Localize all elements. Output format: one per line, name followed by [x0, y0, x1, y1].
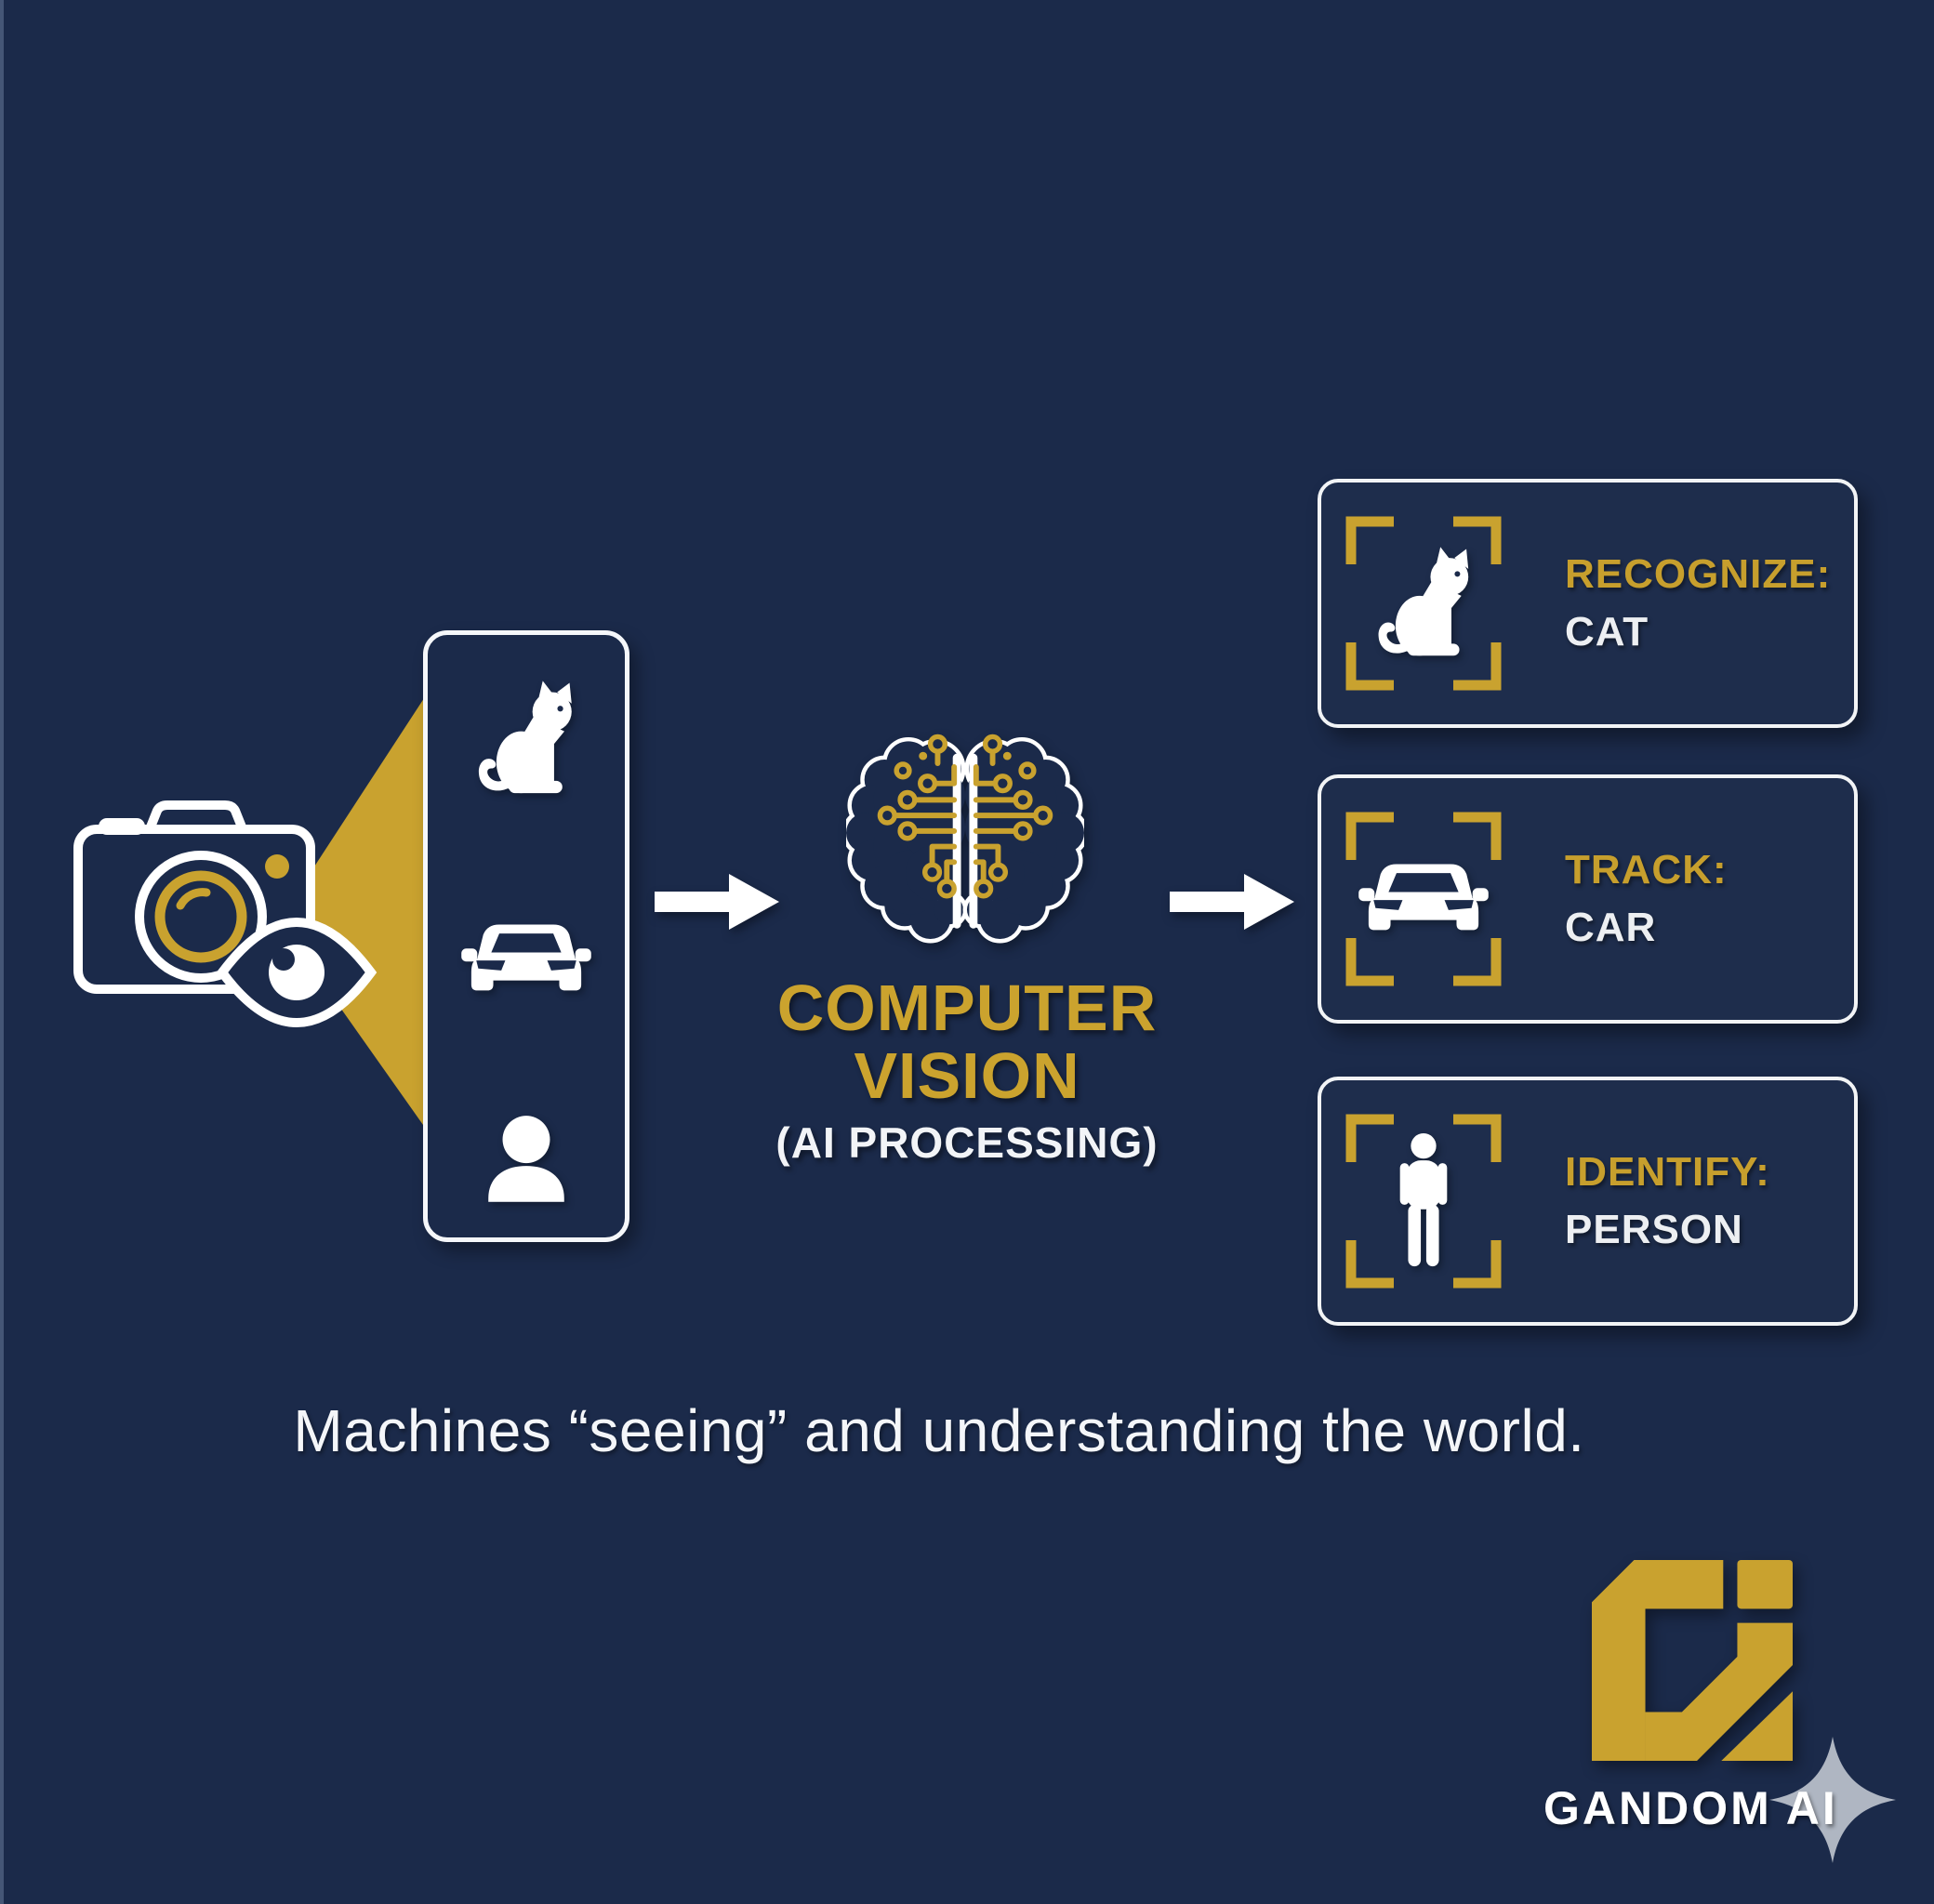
action-label: IDENTIFY: [1565, 1149, 1770, 1195]
output-card-recognize-cat: RECOGNIZE: CAT [1318, 479, 1858, 728]
camera-with-eye-icon [73, 800, 378, 1027]
cat-icon [470, 678, 583, 801]
caption: Machines “seeing” and understanding the … [293, 1397, 1585, 1464]
lens-icon [135, 851, 267, 983]
camera-icon [73, 800, 315, 994]
brand-name: GANDOM AI [1543, 1782, 1838, 1834]
flow-arrow-right [1170, 872, 1294, 932]
cv-subtitle: (AI PROCESSING) [775, 1117, 1159, 1167]
detection-frame [1344, 1112, 1503, 1290]
gandom-logo-mark [1592, 1560, 1793, 1761]
object-label: PERSON [1565, 1207, 1743, 1252]
detection-frame [1344, 514, 1503, 693]
action-label: TRACK: [1565, 847, 1728, 892]
cv-title-line1: COMPUTER [776, 972, 1158, 1044]
processing-title-block: COMPUTER VISION (AI PROCESSING) [707, 974, 1227, 1165]
object-label: CAT [1565, 609, 1649, 654]
brain-icon [846, 699, 1084, 946]
eye-icon [216, 918, 378, 1027]
detection-frame [1344, 810, 1503, 988]
person-icon [477, 1115, 576, 1202]
object-label: CAR [1565, 905, 1657, 950]
flow-arrow-left [655, 872, 779, 932]
input-panel [423, 630, 629, 1242]
viewfinder-icon [99, 818, 145, 835]
cv-title-line2: VISION [854, 1038, 1080, 1112]
flash-dot-icon [265, 854, 289, 879]
person-icon [1389, 1132, 1458, 1270]
car-icon [1358, 858, 1489, 938]
cat-icon [1370, 544, 1479, 664]
action-label: RECOGNIZE: [1565, 551, 1832, 597]
output-card-track-car: TRACK: CAR [1318, 774, 1858, 1024]
four-point-star-icon [1769, 1737, 1896, 1863]
output-card-identify-person: IDENTIFY: PERSON [1318, 1077, 1858, 1326]
car-icon [461, 919, 591, 998]
